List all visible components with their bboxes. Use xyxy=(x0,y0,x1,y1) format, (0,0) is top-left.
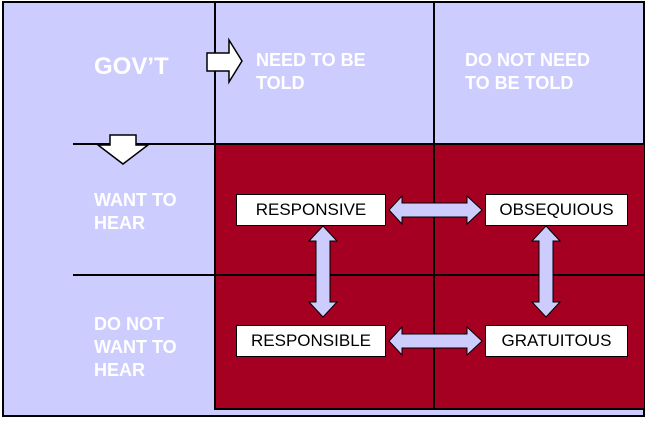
label-obsequious: OBSEQUIOUS xyxy=(485,194,628,226)
row-header-do-not-want-to-hear: DO NOT WANT TO HEAR xyxy=(94,314,177,380)
label-responsible: RESPONSIBLE xyxy=(236,325,386,357)
double-arrow-horizontal-icon xyxy=(388,194,483,226)
double-arrow-vertical-icon xyxy=(530,225,562,318)
label-gratuitous: GRATUITOUS xyxy=(485,325,628,357)
corner-label: GOV’T xyxy=(94,53,169,80)
double-arrow-vertical-icon xyxy=(307,225,339,318)
column-header-need-to-be-told: NEED TO BE TOLD xyxy=(256,50,366,93)
double-arrow-horizontal-icon xyxy=(388,325,483,357)
arrow-down-icon xyxy=(95,134,151,165)
arrow-right-icon xyxy=(206,37,243,85)
row-header-want-to-hear: WANT TO HEAR xyxy=(94,190,177,233)
label-responsive: RESPONSIVE xyxy=(236,194,386,226)
column-header-do-not-need-to-be-told: DO NOT NEED TO BE TOLD xyxy=(465,50,591,93)
